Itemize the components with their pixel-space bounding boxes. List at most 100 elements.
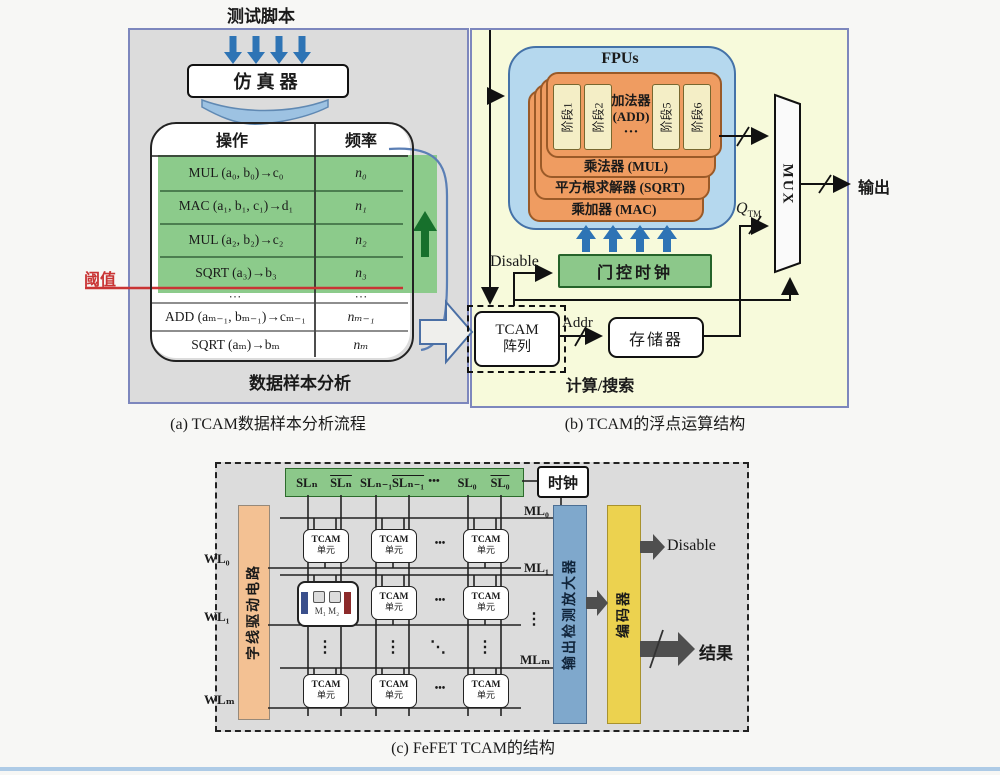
table-row-op: ADD (aₘ₋₁, bₘ₋₁)→cₘ₋₁ (165, 309, 306, 324)
ml-label: MLₘ (520, 652, 551, 667)
simulator-box: 仿真器 (187, 64, 349, 98)
table-ellipsis-op: ⋯ (228, 289, 242, 304)
table-row-op: MAC (a₁, b₁, c₁)→d₁ (178, 198, 294, 213)
tcam-array-line1: TCAM (495, 322, 539, 339)
stage-box-6: 阶段6 (683, 84, 711, 150)
table-header-operation: 操作 (215, 133, 248, 150)
test-script-title: 测试脚本 (227, 6, 295, 26)
table-row-op: MUL (a₀, b₀)→c₀ (188, 165, 284, 180)
row-dots: ••• (434, 537, 446, 549)
fpus-label: FPUs (601, 50, 639, 67)
table-row-freq: n₂ (355, 232, 367, 247)
table-row-op: MUL (a₂, b₂)→c₂ (188, 232, 284, 247)
caption-b: (b) TCAM的浮点运算结构 (564, 416, 746, 433)
mac-card-label: 乘加器 (MAC) (571, 202, 657, 217)
diag-dots: ⋱ (430, 639, 446, 656)
ml-dots: ⋮ (526, 611, 542, 628)
sl-label: SLₙ₋₁ (359, 476, 393, 490)
sl-bar (285, 468, 524, 497)
encoder-label: 编码器 (617, 589, 632, 638)
wl-label: WL₁ (204, 609, 230, 624)
page-bottom-strip (0, 767, 1000, 771)
qtm-sub: TM (747, 209, 762, 220)
table-header-frequency: 频率 (344, 133, 377, 150)
clock-box: 时钟 (537, 466, 589, 498)
ml-label: ML₀ (524, 503, 549, 518)
result-label: 结果 (699, 644, 733, 663)
mul-card-label: 乘法器 (MUL) (583, 159, 669, 174)
sl-bar-label: SLₙ (330, 476, 352, 490)
mux-label: MUX (779, 163, 796, 205)
stage-1-label: 阶段1 (560, 101, 575, 133)
sense-amp-label: 输出检测放大器 (563, 557, 578, 670)
col-dots: ⋮ (317, 639, 333, 656)
output-label: 输出 (858, 180, 891, 197)
memory-box: 存储器 (608, 317, 704, 358)
clock-label: 时钟 (547, 475, 578, 492)
qtm-label: QTM (736, 200, 761, 219)
fefet-transistor-label: M₁ M₂ (314, 606, 340, 616)
sl-dots: ••• (428, 475, 440, 487)
fefet-gate-1 (313, 591, 325, 603)
gated-clock-box: 门控时钟 (558, 254, 712, 288)
sense-amp-label-wrap: 输出检测放大器 (553, 505, 585, 722)
sl-label: SL₀ (457, 475, 477, 490)
sense-amp-bar (553, 505, 587, 724)
encoder-bar (607, 505, 641, 724)
tcam-array-line2: 阵列 (503, 339, 531, 355)
table-row-freq: n₀ (355, 165, 367, 180)
stage-6-label: 阶段6 (690, 101, 705, 133)
sl-bar-label: SL₀ (490, 475, 510, 490)
fefet-tcam-cell: M₁ M₂ (297, 581, 359, 627)
stage-box-2: 阶段2 (584, 84, 612, 150)
caption-c: (c) FeFET TCAM的结构 (391, 740, 555, 757)
memory-label: 存储器 (628, 331, 683, 349)
panel-a-footer: 数据样本分析 (249, 373, 351, 393)
qtm-q: Q (736, 200, 748, 217)
stage-box-5: 阶段5 (652, 84, 680, 150)
stage-box-1: 阶段1 (553, 84, 581, 150)
row-dots: ••• (434, 594, 446, 606)
table-row-freq: n₃ (355, 265, 367, 280)
sl-bar-label: SLₙ₋₁ (391, 476, 425, 490)
threshold-label: 阈值 (84, 272, 117, 289)
table-row-freq: nₘ₋₁ (347, 309, 375, 324)
caption-a: (a) TCAM数据样本分析流程 (170, 416, 366, 433)
row-dots: ••• (434, 682, 446, 694)
fefet-right-strip (344, 592, 351, 614)
sqrt-card-label: 平方根求解器 (SQRT) (555, 180, 685, 195)
gated-clock-label: 门控时钟 (596, 265, 673, 282)
fefet-left-strip (301, 592, 308, 614)
table-row-op: SQRT (a₃)→b₃ (195, 265, 277, 280)
tcam-array-box: TCAM 阵列 (474, 311, 560, 367)
adder-label-line1: 加法器 (611, 92, 651, 108)
disable-label-c: Disable (667, 537, 716, 554)
disable-label-b: Disable (490, 253, 539, 270)
wordline-driver-label-wrap: 字线驱动电路 (238, 505, 268, 718)
sl-label: SLₙ (296, 476, 318, 490)
mux-label-wrap: MUX (762, 134, 812, 234)
table-row-freq: n₁ (355, 198, 367, 213)
wl-label: WLₘ (204, 692, 236, 707)
wordline-driver-bar (238, 505, 270, 720)
table-row-op: SQRT (aₘ)→bₘ (191, 337, 280, 352)
addr-label: Addr (562, 315, 593, 331)
fefet-gate-2 (329, 591, 341, 603)
adder-ellipsis: ··· (623, 123, 639, 140)
encoder-label-wrap: 编码器 (607, 505, 639, 722)
adder-label-line2: (ADD) (612, 109, 650, 124)
wordline-driver-label: 字线驱动电路 (247, 563, 262, 660)
col-dots: ⋮ (385, 639, 401, 656)
table-ellipsis-freq: ⋯ (354, 289, 368, 304)
wl-label: WL₀ (204, 551, 230, 566)
table-row-freq: nₘ (353, 337, 369, 352)
col-dots: ⋮ (477, 639, 493, 656)
